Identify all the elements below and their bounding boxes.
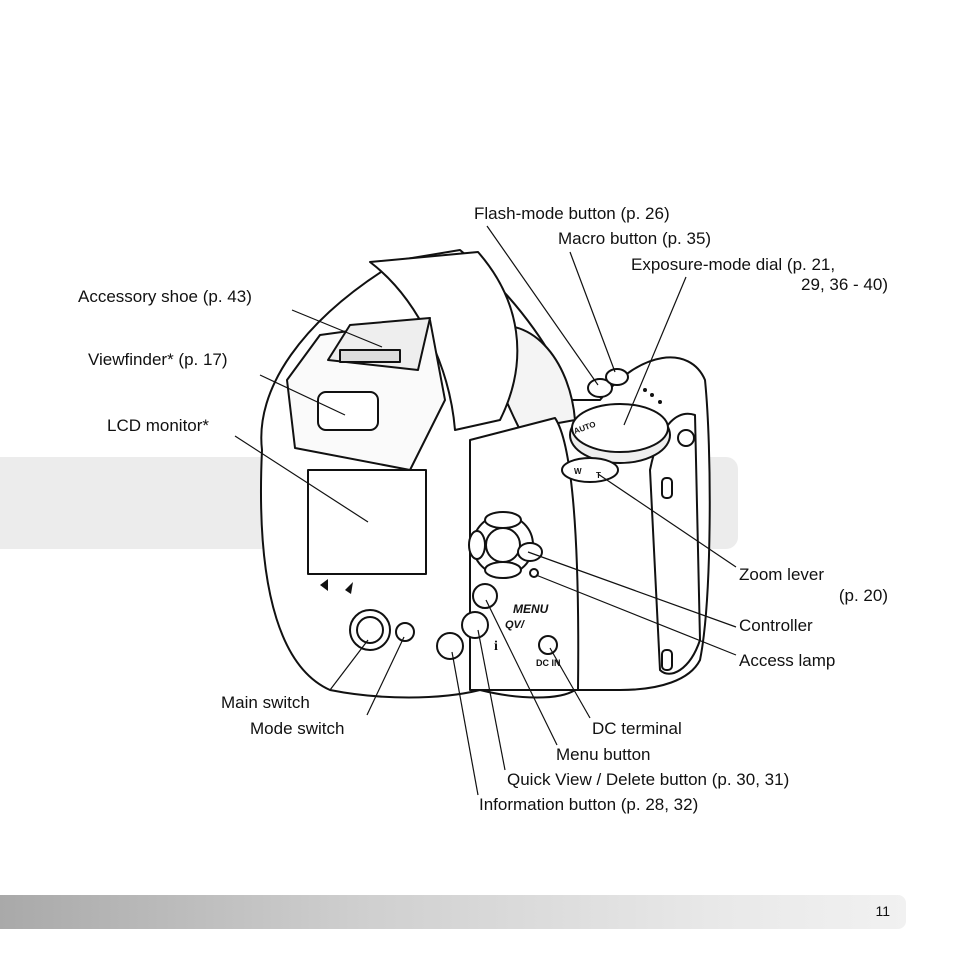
label-flash-mode: Flash-mode button (p. 26): [474, 204, 670, 223]
label-exposure-1: Exposure-mode dial (p. 21,: [631, 255, 836, 274]
label-lcd-monitor: LCD monitor*: [107, 416, 210, 435]
leader-access-lamp: [535, 574, 737, 656]
zoom-t-marking: T: [596, 471, 601, 480]
zoom-lever: [561, 457, 619, 483]
label-main-switch: Main switch: [221, 693, 310, 712]
label-dc-terminal: DC terminal: [592, 719, 682, 738]
leader-dc-terminal: [549, 647, 591, 719]
label-quick-view: Quick View / Delete button (p. 30, 31): [507, 770, 790, 789]
label-exposure-2: 29, 36 - 40): [801, 275, 888, 294]
leader-viewfinder: [259, 374, 346, 416]
leader-information: [451, 651, 479, 796]
leader-main-switch: [329, 639, 369, 691]
menu-marking: MENU: [513, 602, 549, 616]
leader-mode-switch: [366, 636, 405, 716]
flash-head: [369, 251, 519, 431]
zoom-w-marking: W: [574, 467, 582, 476]
label-access-lamp: Access lamp: [739, 651, 836, 670]
leader-exposure: [623, 276, 687, 426]
label-menu-button: Menu button: [556, 745, 651, 764]
info-marking: i: [494, 639, 498, 654]
label-viewfinder: Viewfinder* (p. 17): [88, 350, 228, 369]
leader-flash-mode: [486, 225, 599, 386]
viewfinder: [317, 391, 379, 431]
label-zoom-2: (p. 20): [838, 586, 888, 605]
label-accessory-shoe: Accessory shoe (p. 43): [78, 287, 252, 306]
qv-marking: QV/: [505, 619, 526, 631]
page-number: 11: [875, 903, 890, 919]
label-macro: Macro button (p. 35): [558, 229, 712, 248]
leader-menu-button: [485, 599, 558, 746]
label-controller: Controller: [739, 616, 813, 635]
label-zoom-1: Zoom lever: [739, 565, 825, 584]
lcd-monitor: [307, 469, 427, 575]
leader-accessory-shoe: [291, 309, 383, 348]
information-button: [436, 632, 464, 660]
leader-macro: [569, 251, 616, 373]
leader-lcd: [234, 435, 369, 523]
macro-button: [605, 368, 629, 386]
dc-in-marking: DC IN: [536, 658, 561, 668]
label-mode-switch: Mode switch: [250, 719, 345, 738]
leader-controller: [527, 551, 737, 628]
leader-quick-view: [477, 629, 506, 771]
footer-bar: [0, 895, 906, 929]
mode-switch: [395, 622, 415, 642]
flash-mode-button: [587, 378, 613, 398]
dc-terminal: [538, 635, 558, 655]
quick-view-delete-button: [461, 611, 489, 639]
label-information: Information button (p. 28, 32): [479, 795, 699, 814]
leader-zoom: [597, 473, 737, 568]
menu-button: [472, 583, 498, 609]
